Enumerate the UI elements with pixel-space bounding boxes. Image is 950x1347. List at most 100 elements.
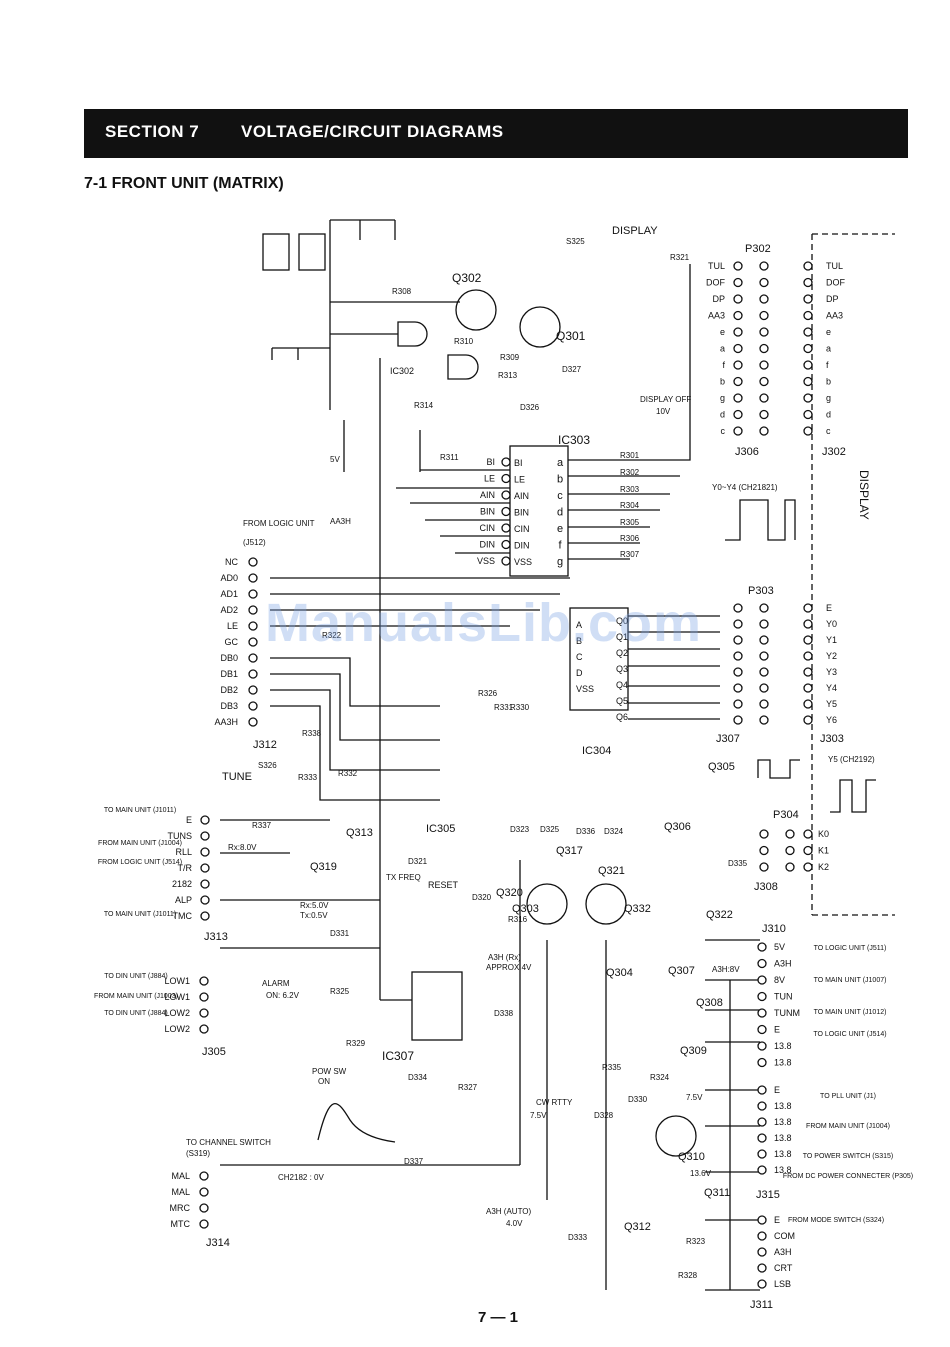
j303-pin — [803, 667, 813, 677]
p302-pin-label: AA3 — [708, 311, 725, 321]
ic303-in-label: BIN — [514, 508, 529, 518]
p302-pin — [759, 409, 769, 420]
label-q302: Q302 — [452, 271, 482, 285]
resistor-label: R314 — [414, 401, 434, 410]
j313-note: FROM LOGIC UNIT (J514) — [98, 859, 182, 866]
j313-pin-label: RLL — [175, 847, 192, 857]
resistor-label: R310 — [454, 337, 474, 346]
p302-pin — [759, 277, 769, 288]
diode-label: D326 — [520, 403, 540, 412]
p304-pin — [759, 862, 769, 872]
j315-note: TO POWER SWITCH (S315) — [803, 1153, 894, 1160]
diode-label: D336 — [576, 827, 596, 836]
label-j312: J312 — [253, 739, 277, 751]
section-title: VOLTAGE/CIRCUIT DIAGRAMS — [241, 122, 504, 141]
j315-note: FROM MAIN UNIT (J1004) — [806, 1123, 890, 1130]
j315-pin — [757, 1117, 767, 1127]
diode-label: D331 — [330, 929, 350, 938]
label-to-channel: TO CHANNEL SWITCH — [186, 1138, 271, 1147]
j314-pin — [199, 1219, 209, 1229]
wire — [568, 264, 691, 560]
p302-pin — [733, 294, 743, 304]
ic303-left-pin — [501, 506, 511, 517]
watermark: ManualsLib.com — [265, 593, 703, 653]
j512-pin-label: AD0 — [220, 573, 238, 583]
j311-pin — [757, 1263, 767, 1273]
label-rx8: Rx:8.0V — [228, 843, 257, 852]
p302-pin — [759, 426, 769, 436]
j314-pin-label: MRC — [170, 1203, 191, 1213]
j313-pin-label: T/R — [178, 863, 193, 873]
p303-pin — [733, 715, 743, 725]
j512-pin — [248, 637, 258, 647]
wire — [628, 615, 720, 720]
j314-pin — [199, 1171, 209, 1181]
wire — [270, 577, 570, 627]
j314-pin-label: MTC — [171, 1219, 191, 1229]
j302-pin-label: AA3 — [826, 311, 843, 321]
ic303-left-pin-label: AIN — [480, 490, 495, 500]
p304-pin — [785, 829, 795, 839]
j313-note: TO MAIN UNIT (J1011) — [104, 807, 176, 814]
p304-pin — [785, 862, 795, 872]
j512-pin — [248, 685, 258, 695]
j315-pin-label: 13.8 — [774, 1117, 792, 1127]
transistor-label: Q313 — [346, 827, 373, 839]
j303-pin-label: E — [826, 603, 832, 613]
label-q301: Q301 — [556, 329, 586, 343]
transistor-label: Q304 — [606, 967, 633, 979]
j315-note: TO PLL UNIT (J1) — [820, 1093, 876, 1100]
label-a3h-4v: 4.0V — [506, 1219, 523, 1228]
waveform — [830, 779, 876, 813]
j512-pin — [248, 557, 258, 567]
j313-pin-label: TUNS — [168, 831, 193, 841]
j302-pin — [803, 261, 813, 271]
label-tx-freq: TX FREQ — [386, 873, 421, 882]
j512-pin — [248, 573, 258, 583]
j302-pin — [803, 426, 813, 436]
p303-pin — [759, 635, 769, 645]
j303-pin-label: Y1 — [826, 635, 837, 645]
p302-pin-label: b — [720, 377, 725, 387]
label-j307: J307 — [716, 733, 740, 745]
label-ic302: IC302 — [390, 366, 414, 376]
ic303-left-pin-label: BI — [486, 457, 495, 467]
wire — [519, 860, 731, 1290]
label-s325: S325 — [566, 237, 585, 246]
label-j303: J303 — [820, 733, 844, 745]
j304-pin — [803, 829, 813, 839]
diode-label: D333 — [568, 1233, 588, 1242]
resistor-label: R324 — [650, 1073, 670, 1082]
p302-pin — [759, 343, 769, 354]
j315-pin-label: 13.8 — [774, 1133, 792, 1143]
p303-pin — [759, 619, 769, 629]
j512-pin-label: AD2 — [220, 605, 238, 615]
p303-pin — [759, 699, 769, 709]
j302-pin-label: b — [826, 377, 831, 387]
j512-pin — [248, 589, 258, 599]
ic304-body — [569, 607, 629, 711]
j302-pin — [803, 294, 813, 304]
j315-pin-label: 13.8 — [774, 1101, 792, 1111]
j311-pin — [757, 1247, 767, 1257]
j303-pin — [803, 619, 813, 629]
transistor-label: Q305 — [708, 761, 735, 773]
wire — [271, 219, 396, 410]
j313-note: FROM MAIN UNIT (J1004) — [98, 840, 182, 847]
j512-pin-label: DB3 — [220, 701, 238, 711]
j512-pin-label: AD1 — [220, 589, 238, 599]
p303-pin — [733, 683, 743, 693]
label-j308: J308 — [754, 881, 778, 893]
transistor-label: Q303 — [512, 903, 539, 915]
j302-pin-label: TUL — [826, 261, 843, 271]
j305-pin-label: LOW1 — [164, 992, 190, 1002]
j314-pin — [199, 1203, 209, 1213]
label-cw-v: 7.5V — [530, 1111, 547, 1120]
ic304-in-label: VSS — [576, 684, 594, 694]
waveform — [725, 499, 796, 541]
j310-pin-label: A3H — [774, 959, 792, 969]
p303-pin — [733, 651, 743, 661]
transistor-label: Q310 — [678, 1151, 705, 1163]
p302-pin-label: e — [720, 327, 725, 337]
ic304-in-label: B — [576, 636, 582, 646]
